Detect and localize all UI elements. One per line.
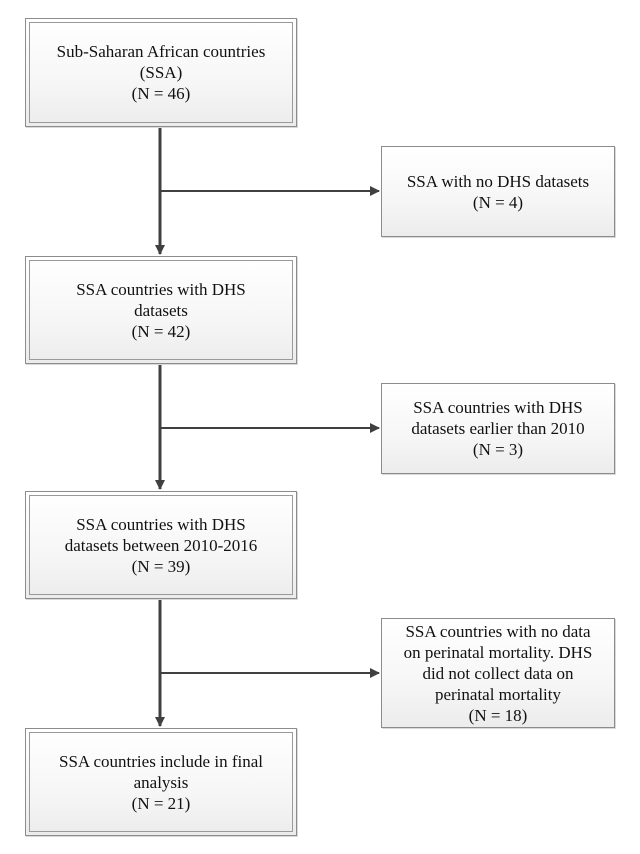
box-line: SSA countries include in final <box>59 751 263 771</box>
count-label: (N = 18) <box>468 705 528 725</box>
count-label: (N = 42) <box>131 321 191 341</box>
box-datasets-2010-2016: SSA countries with DHS datasets between … <box>25 491 297 599</box>
box-sub-saharan-countries: Sub-Saharan African countries (SSA) (N =… <box>25 18 297 127</box>
count-label: (N = 39) <box>131 556 191 576</box>
count-label: (N = 4) <box>472 192 524 212</box>
count-label: (N = 46) <box>131 84 191 103</box>
count-label: (N = 3) <box>472 440 524 459</box>
box-line: (SSA) <box>139 63 183 82</box>
box-line: did not collect data on <box>422 663 574 683</box>
box-line: SSA with no DHS datasets <box>406 171 590 191</box>
box-excluded-no-perinatal-data: SSA countries with no data on perinatal … <box>381 618 615 728</box>
box-line: SSA countries with DHS <box>76 514 246 534</box>
box-line: datasets between 2010-2016 <box>64 535 258 555</box>
box-line: datasets earlier than 2010 <box>411 419 585 438</box>
box-line: datasets <box>134 300 188 320</box>
box-line: Sub-Saharan African countries <box>56 42 266 61</box>
count-label: (N = 21) <box>131 793 191 813</box>
box-line: perinatal mortality <box>434 684 562 704</box>
box-line: SSA countries with DHS <box>76 279 246 299</box>
box-final-analysis: SSA countries include in final analysis … <box>25 728 297 836</box>
box-line: SSA countries with no data <box>405 621 591 641</box>
box-excluded-no-dhs: SSA with no DHS datasets (N = 4) <box>381 146 615 237</box>
box-line: on perinatal mortality. DHS <box>403 642 593 662</box>
box-countries-with-dhs: SSA countries with DHS datasets (N = 42) <box>25 256 297 364</box>
box-line: SSA countries with DHS <box>413 398 583 417</box>
box-excluded-earlier-than-2010: SSA countries with DHS datasets earlier … <box>381 383 615 474</box>
box-line: analysis <box>133 772 189 792</box>
